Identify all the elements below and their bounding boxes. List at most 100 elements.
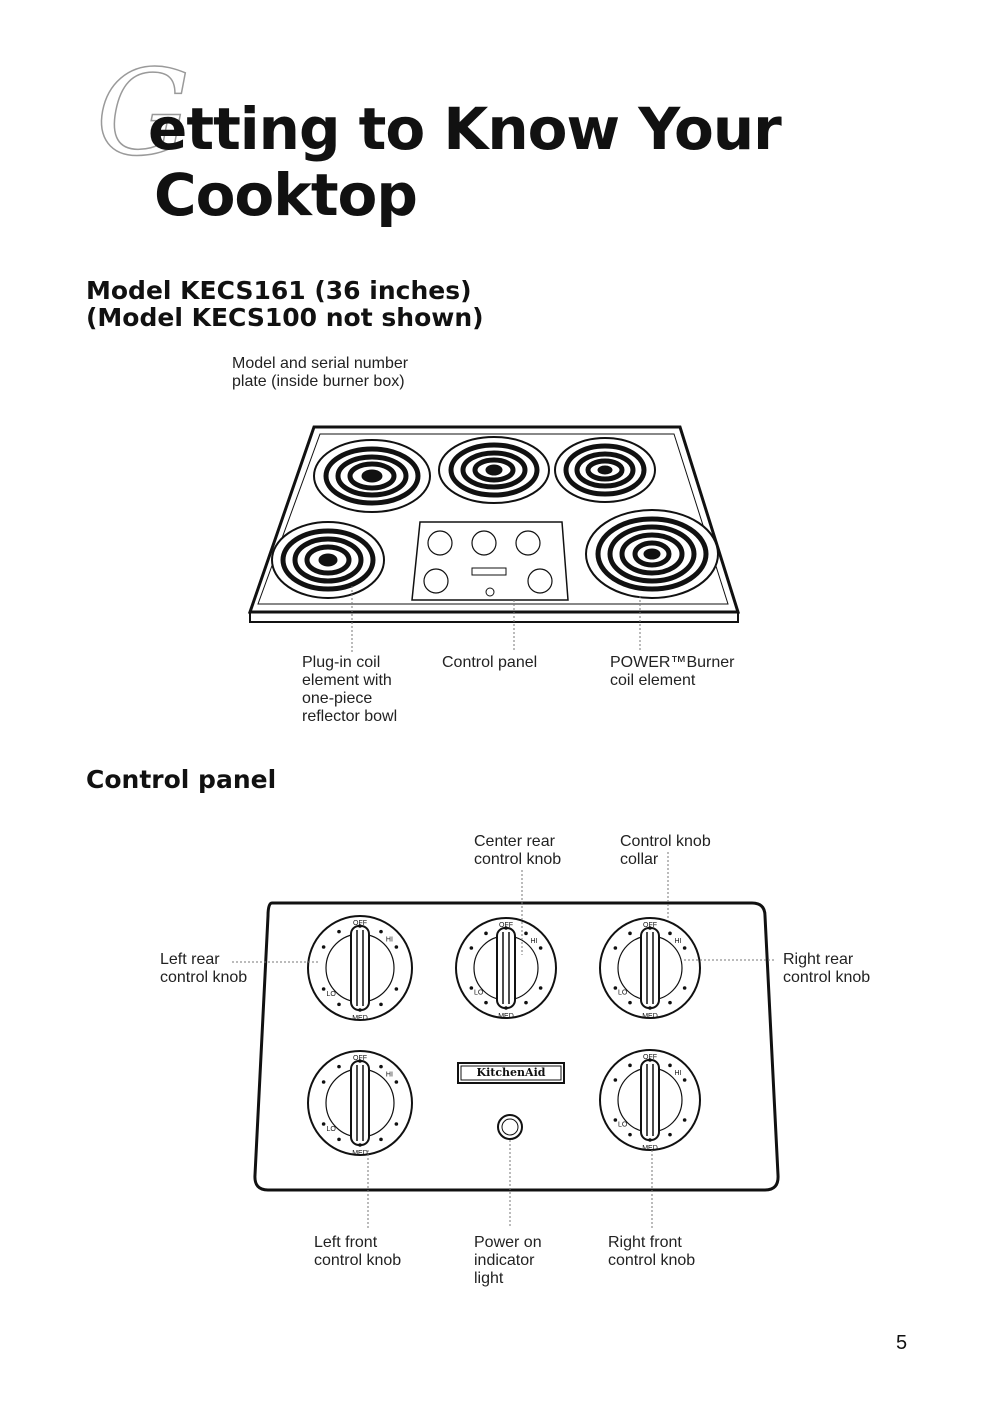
knob-off-mark: OFF (643, 922, 657, 929)
front-right-power-burner (585, 509, 719, 599)
knob-setting-dot (538, 946, 543, 950)
knob-setting-dot (648, 1138, 652, 1142)
control-panel-heading: Control panel (86, 765, 277, 794)
knob-setting-dot (524, 931, 528, 936)
callout-left-rear: Left rear control knob (160, 951, 248, 986)
callout-left-front: Left front control knob (314, 1234, 402, 1269)
knob-hi-mark: HI (675, 1070, 682, 1077)
model-heading-line-1: Model KECS161 (36 inches) (86, 276, 472, 305)
knob-med-mark: MED (642, 1145, 658, 1152)
knob-setting-dot (321, 1080, 326, 1084)
brand-badge (457, 1062, 565, 1084)
knob-setting-dot (484, 931, 488, 936)
knob-setting-dot (504, 1006, 508, 1010)
knob-setting-dot (682, 1078, 687, 1082)
knob-setting-dot (682, 986, 687, 990)
knob-setting-dot (321, 1122, 326, 1126)
knob-setting-dot (668, 1132, 672, 1137)
left-front-knob: OFF HI LO MED (307, 1050, 413, 1157)
knob-setting-dot (628, 1132, 632, 1137)
callout-power-burner: POWER™Burner coil element (610, 654, 735, 689)
decorative-initial-letter: G (95, 43, 191, 183)
knob-off-mark: OFF (353, 1055, 367, 1062)
knob-med-mark: MED (352, 1150, 368, 1157)
page-title: G etting to Know Your Cooktop (95, 43, 796, 232)
knob-setting-dot (628, 931, 632, 936)
knob-hi-mark: HI (386, 937, 393, 944)
knob-setting-dot (321, 945, 326, 949)
knob-setting-dot (394, 987, 399, 991)
callout-control-panel: Control panel (442, 654, 538, 671)
knob-setting-dot (628, 1063, 632, 1068)
knob-setting-dot (469, 946, 474, 950)
knob-setting-dot (613, 1118, 618, 1122)
serial-plate-label-line-1: Model and serial number (232, 355, 409, 372)
knob-hi-mark: HI (531, 938, 538, 945)
brand-label: KitchenAid (476, 1066, 546, 1079)
knob-setting-dot (524, 1000, 528, 1005)
page-number: 5 (896, 1332, 908, 1354)
knob-setting-dot (379, 1137, 383, 1142)
right-front-knob: OFF HI LO MED (599, 1049, 701, 1152)
knob-med-mark: MED (352, 1015, 368, 1022)
model-heading-line-2: (Model KECS100 not shown) (86, 303, 484, 332)
title-line-1: etting to Know Your (148, 95, 782, 163)
knob-setting-dot (394, 945, 399, 949)
knob-med-mark: MED (498, 1013, 514, 1020)
knob-lo-mark: LO (618, 990, 628, 997)
knob-setting-dot (379, 1002, 383, 1007)
center-rear-knob: OFF HI LO MED (455, 917, 557, 1020)
serial-plate-label-line-2: plate (inside burner box) (232, 373, 405, 390)
title-line-2: Cooktop (154, 161, 418, 229)
knob-lo-mark: LO (474, 990, 484, 997)
knob-setting-dot (648, 1058, 652, 1062)
callout-center-rear: Center rear control knob (474, 833, 562, 868)
knob-setting-dot (394, 1122, 399, 1126)
knob-setting-dot (648, 926, 652, 930)
cooktop-control-panel (411, 521, 569, 601)
left-rear-knob: OFF HI LO MED (307, 915, 413, 1022)
right-rear-knob: OFF HI LO MED (599, 917, 701, 1020)
knob-hi-mark: HI (675, 938, 682, 945)
rear-left-burner (313, 439, 431, 513)
knob-setting-dot (613, 986, 618, 990)
callout-right-rear: Right rear control knob (783, 951, 871, 986)
control-knobs: OFF HI LO MED OFF HI LO MED OFF HI LO MED OFF HI LO MED… (307, 915, 701, 1157)
knob-setting-dot (484, 1000, 488, 1005)
callout-plugin-coil: Plug-in coil element with one-piece refl… (302, 654, 398, 725)
knob-setting-dot (358, 1008, 362, 1012)
knob-setting-dot (358, 1143, 362, 1147)
knob-lo-mark: LO (327, 991, 337, 998)
knob-setting-dot (613, 1078, 618, 1082)
knob-setting-dot (337, 1002, 341, 1007)
knob-setting-dot (358, 924, 362, 928)
knob-lo-mark: LO (327, 1126, 337, 1133)
knob-setting-dot (337, 1137, 341, 1142)
callout-knob-collar: Control knob collar (620, 833, 711, 868)
front-left-burner (271, 521, 385, 599)
knob-off-mark: OFF (353, 920, 367, 927)
callout-power-on: Power on indicator light (474, 1234, 542, 1287)
knob-setting-dot (379, 929, 383, 934)
knob-setting-dot (337, 929, 341, 934)
knob-setting-dot (321, 987, 326, 991)
knob-setting-dot (628, 1000, 632, 1005)
knob-setting-dot (668, 931, 672, 936)
knob-setting-dot (538, 986, 543, 990)
knob-setting-dot (379, 1064, 383, 1069)
knob-setting-dot (648, 1006, 652, 1010)
knob-hi-mark: HI (386, 1072, 393, 1079)
knob-setting-dot (504, 926, 508, 930)
knob-lo-mark: LO (618, 1122, 628, 1129)
knob-off-mark: OFF (499, 922, 513, 929)
knob-setting-dot (337, 1064, 341, 1069)
knob-setting-dot (394, 1080, 399, 1084)
knob-off-mark: OFF (643, 1054, 657, 1061)
rear-center-burner (438, 436, 550, 504)
knob-setting-dot (358, 1059, 362, 1063)
knob-setting-dot (668, 1000, 672, 1005)
knob-setting-dot (613, 946, 618, 950)
knob-med-mark: MED (642, 1013, 658, 1020)
knob-setting-dot (668, 1063, 672, 1068)
